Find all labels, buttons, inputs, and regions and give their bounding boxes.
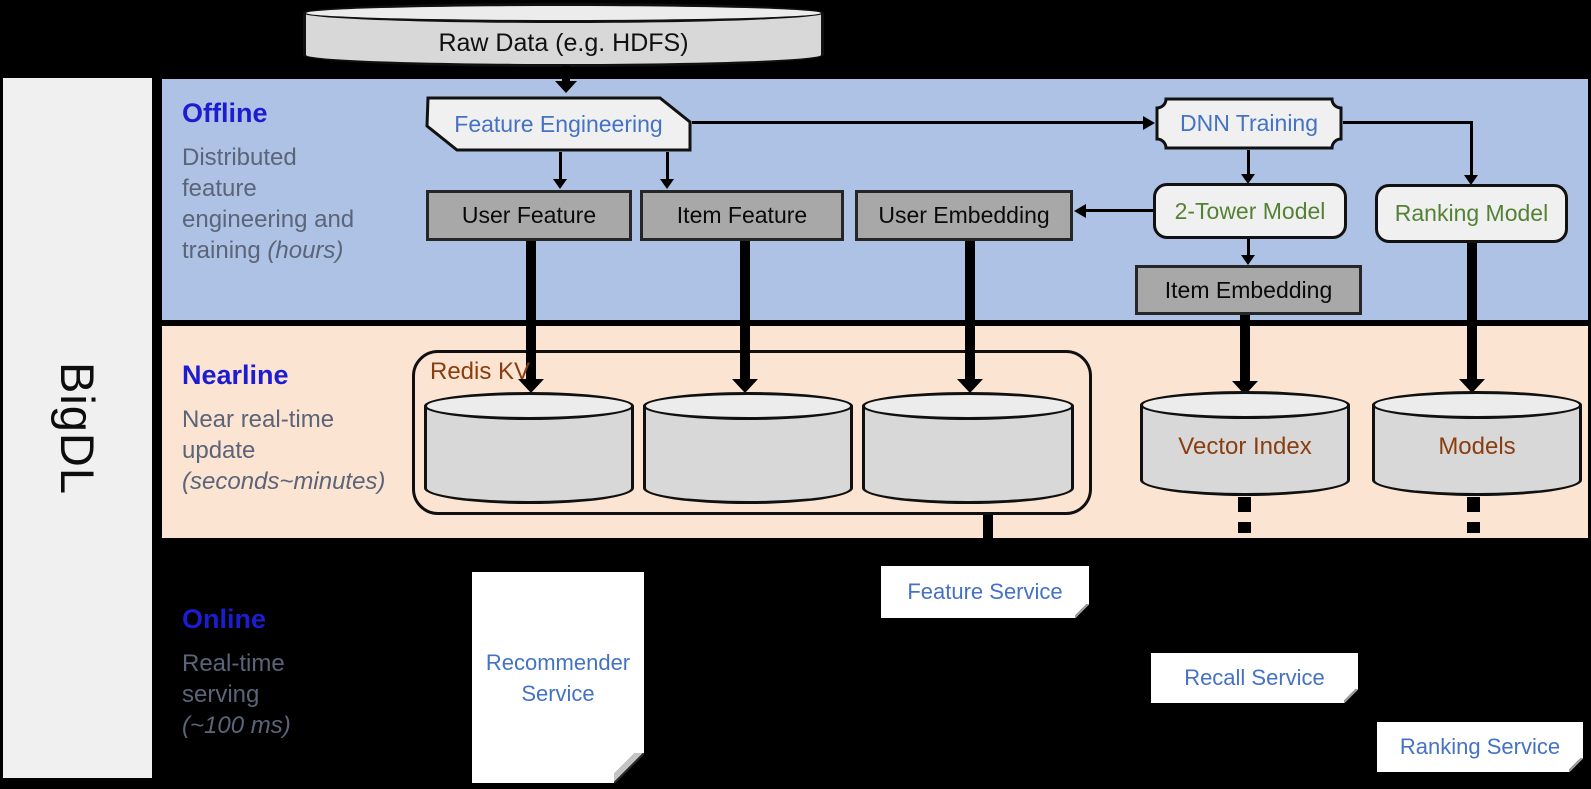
user-feature-label: User Feature [461,202,597,228]
online-description: Real-time serving (~100 ms) [182,648,432,741]
arrowhead-fe-to-user-feature [553,170,567,189]
arrowhead-two-tower-to-item-embedding [1241,247,1255,265]
arrow-two-tower-to-item-embedding [1247,239,1250,258]
nearline-desc-line: Near real-time [182,406,335,433]
online-title: Online [182,604,267,634]
arrow-item-embedding-to-vector-index [1232,315,1258,395]
redis-shard-cylinder-2 [643,392,853,504]
arrowhead-dnn-to-two-tower [1241,165,1255,184]
cylinder-body [862,406,1074,504]
nearline-desc-line: update [182,437,256,464]
nearline-title: Nearline [182,360,289,390]
arrowhead-fe-to-item-feature [660,170,674,189]
folded-corner-icon [1569,758,1583,772]
card-shape [425,96,692,152]
recommender-service-label-line1: Recommender [485,649,631,675]
arrow-dnn-to-ranking-horizontal [1343,121,1473,124]
redis-shard-cylinder-1 [424,392,634,504]
cylinder-body [643,406,853,504]
arrow-ranking-model-to-models [1459,243,1485,393]
offline-title: Offline [182,98,268,128]
folded-corner-icon [1344,689,1358,703]
ranking-service-label: Ranking Service [1399,734,1561,759]
ranking-model-node: Ranking Model [1375,184,1568,243]
arrow-user-embedding-to-redis [957,241,983,393]
plaque-shape [1155,97,1343,150]
arrowhead-dnn-to-ranking-model [1464,166,1478,185]
arrow-user-feature-to-redis [518,241,544,393]
two-tower-model-node: 2-Tower Model [1153,183,1347,239]
nearline-description: Near real-time update (seconds~minutes) [182,404,442,497]
feature-service-box: Feature Service [881,566,1089,618]
feature-engineering-label: Feature Engineering [454,110,663,137]
cylinder-top-ellipse [424,392,634,420]
offline-desc-line: feature [182,175,257,202]
item-embedding-node: Item Embedding [1135,265,1362,315]
cylinder-top-ellipse [1372,391,1582,419]
user-embedding-label: User Embedding [878,202,1050,228]
dnn-training-label: DNN Training [1179,110,1319,136]
raw-data-label: Raw Data (e.g. HDFS) [438,29,689,57]
item-feature-node: Item Feature [640,190,844,241]
models-cylinder: Models [1372,391,1582,496]
online-desc-line: serving [182,681,260,708]
cylinder-top-ellipse [1140,391,1350,419]
arrow-redis-to-feature-service [975,515,1001,563]
ranking-model-label: Ranking Model [1394,200,1549,226]
cylinder-body [1140,405,1350,496]
cylinder-top-ellipse [862,392,1074,420]
dashed-link-models-to-ranking [1467,497,1480,533]
redis-shard-cylinder-3 [862,392,1074,504]
dashed-link-vector-index-to-recall [1238,497,1251,533]
nearline-desc-note: (seconds~minutes) [182,468,386,495]
offline-desc-line: training (hours) [182,237,344,264]
redis-kv-label: Redis KV [430,358,531,385]
offline-desc-line: engineering and [182,206,355,233]
recall-service-box: Recall Service [1151,653,1358,703]
cylinder-body [424,406,634,504]
arrow-dnn-to-ranking-vertical [1470,121,1473,175]
user-feature-node: User Feature [426,190,632,241]
cylinder-top-ellipse [643,392,853,420]
models-label: Models [1438,433,1516,460]
online-desc-line: Real-time [182,650,285,677]
arrow-fe-to-item-feature [666,152,669,179]
recall-service-label: Recall Service [1184,665,1325,690]
vector-index-label: Vector Index [1178,433,1312,460]
ranking-service-box: Ranking Service [1377,722,1583,772]
bigdl-logo-text: BigDL [50,361,104,495]
folded-corner-icon [614,753,644,783]
arrow-two-tower-to-user-embedding [1085,209,1153,212]
arrow-item-feature-to-redis [732,241,758,393]
offline-desc-line: Distributed [182,144,297,171]
dnn-training-node: DNN Training [1155,97,1343,150]
arrowhead-two-tower-to-user-embedding [1074,204,1086,218]
cylinder-top-ellipse [303,3,824,23]
redis-kv-container [412,350,1092,515]
cylinder-body [1372,405,1582,496]
folded-corner-icon [1075,604,1089,618]
bigdl-sidebar: BigDL [3,78,152,778]
feature-service-label: Feature Service [907,579,1063,604]
raw-data-cylinder: Raw Data (e.g. HDFS) [303,3,824,67]
recommender-service-label-line2: Service [521,680,595,706]
item-embedding-label: Item Embedding [1164,276,1333,303]
feature-engineering-node: Feature Engineering [425,96,692,152]
recommender-service-doc: Recommender Service [472,572,644,783]
arrow-rawdata-to-feature-engineering [555,66,577,93]
arrowhead-fe-to-dnn-training [1143,116,1155,130]
online-desc-note: (~100 ms) [182,712,291,739]
offline-description: Distributed feature engineering and trai… [182,142,432,266]
offline-desc-note: (hours) [267,237,344,264]
two-tower-model-label: 2-Tower Model [1174,197,1326,224]
arrow-fe-to-dnn-training [692,121,1144,124]
user-embedding-node: User Embedding [855,190,1073,241]
item-feature-label: Item Feature [676,202,808,228]
vector-index-cylinder: Vector Index [1140,391,1350,496]
arrow-fe-to-user-feature [559,152,562,179]
arrow-dnn-to-two-tower [1247,150,1250,175]
